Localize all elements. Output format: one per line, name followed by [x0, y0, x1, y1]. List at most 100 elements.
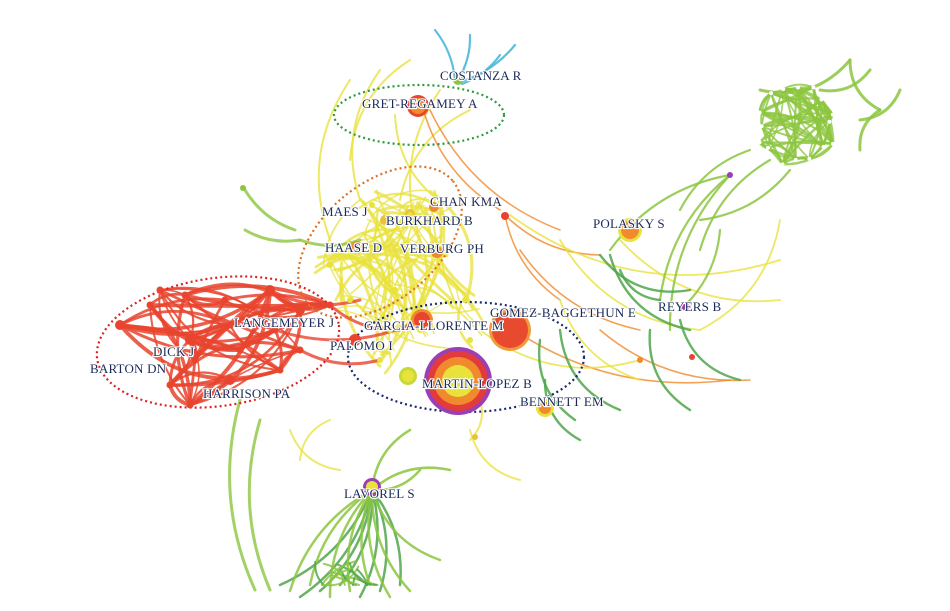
node-green-cluster [781, 87, 786, 92]
network-edge [428, 189, 474, 302]
network-edge [699, 219, 781, 331]
network-edge [363, 297, 399, 313]
network-edge [598, 253, 692, 293]
network-edge [457, 303, 474, 349]
node-red-cluster [326, 301, 334, 309]
node-yellow-cluster [347, 297, 353, 303]
network-edge [148, 303, 192, 407]
label-polasky: POLASKY S [593, 216, 665, 231]
network-edge [396, 279, 406, 329]
node-green-cluster [811, 85, 816, 90]
network-edge [769, 92, 797, 162]
node-red-cluster [185, 335, 195, 345]
network-edge [698, 158, 772, 252]
network-edge [394, 114, 446, 206]
network-edge [317, 79, 351, 241]
network-edge [365, 252, 486, 327]
node-green-cluster [780, 162, 785, 167]
node-yellow-cluster [392, 287, 398, 293]
network-edge [243, 228, 302, 243]
network-edge [336, 241, 410, 260]
network-edge [368, 211, 391, 325]
node-yellow-cluster [387, 327, 393, 333]
network-edge [388, 234, 443, 366]
node-red-cluster [225, 375, 235, 385]
cluster-outline-green [332, 83, 506, 147]
label-barton: BARTON DN [90, 361, 167, 376]
network-edge [781, 85, 802, 166]
label-lavorel: LAVOREL S [344, 486, 415, 501]
node-red-3 [689, 354, 695, 360]
network-edge [273, 328, 283, 372]
network-edge [348, 562, 378, 586]
network-edge [168, 371, 232, 387]
network-edge [289, 429, 341, 471]
node-red-cluster [186, 401, 194, 409]
node-red-cluster [236, 346, 244, 354]
node-bennett [539, 402, 551, 414]
network-edge [375, 189, 419, 227]
costanza-edge [433, 28, 457, 82]
network-edge [148, 303, 192, 407]
network-nodes [115, 75, 835, 496]
node-red-cluster [221, 296, 229, 304]
network-edge [619, 239, 781, 303]
node-polasky [621, 221, 639, 239]
network-edge [188, 308, 302, 407]
network-edge [769, 92, 835, 146]
node-yellow-cluster [327, 262, 333, 268]
label-haase: HAASE D [325, 240, 382, 255]
label-chan: CHAN KMA [430, 194, 502, 209]
network-edge [429, 109, 561, 231]
node-red-cluster [226, 321, 234, 329]
node-red-cluster [295, 305, 305, 315]
network-edge [330, 574, 361, 586]
node-red-cluster [156, 286, 164, 294]
node-green-cluster [769, 91, 774, 96]
network-edge [243, 188, 297, 232]
network-edge [335, 305, 397, 334]
network-edge [543, 378, 582, 442]
network-edge [228, 398, 257, 592]
network-edge [333, 250, 404, 282]
node-martin-lopez [442, 365, 474, 397]
lavorel-edge [288, 488, 374, 593]
node-orange-2 [637, 357, 643, 363]
network-edge [183, 282, 302, 312]
node-green-hub [727, 172, 733, 178]
network-edge [118, 288, 272, 332]
label-reyers: REYERS B [658, 299, 721, 314]
node-green-2 [240, 185, 246, 191]
node-green-cluster [793, 157, 798, 162]
node-green-cluster [827, 119, 832, 124]
network-edge [247, 418, 272, 592]
network-edge [698, 168, 792, 222]
network-edge [322, 562, 346, 586]
network-edge [372, 189, 429, 216]
network-edge [760, 125, 797, 161]
network-edge [371, 345, 391, 355]
label-maes: MAES J [322, 204, 368, 219]
network-edge [358, 192, 437, 209]
network-edge [858, 108, 882, 152]
network-edge [351, 576, 356, 586]
label-costanza: COSTANZA R [440, 68, 522, 83]
network-edge [273, 318, 422, 342]
network-edge [388, 277, 404, 287]
network-edge [370, 488, 442, 562]
node-garcia-llorente [414, 312, 430, 328]
node-green-cluster [830, 112, 835, 117]
lavorel-edge [370, 488, 412, 593]
network-edge [408, 89, 441, 241]
node-costanza [453, 75, 463, 85]
network-edge [399, 109, 471, 201]
node-yellow-cluster [437, 202, 443, 208]
node-lavorel [366, 481, 378, 493]
label-harrison: HARRISON PA [203, 386, 291, 401]
network-edge [361, 226, 409, 254]
network-edge [332, 232, 394, 272]
network-edge [455, 288, 485, 329]
node-red-cluster [146, 301, 154, 309]
node-palomo [349, 334, 361, 346]
network-edge [818, 68, 872, 93]
